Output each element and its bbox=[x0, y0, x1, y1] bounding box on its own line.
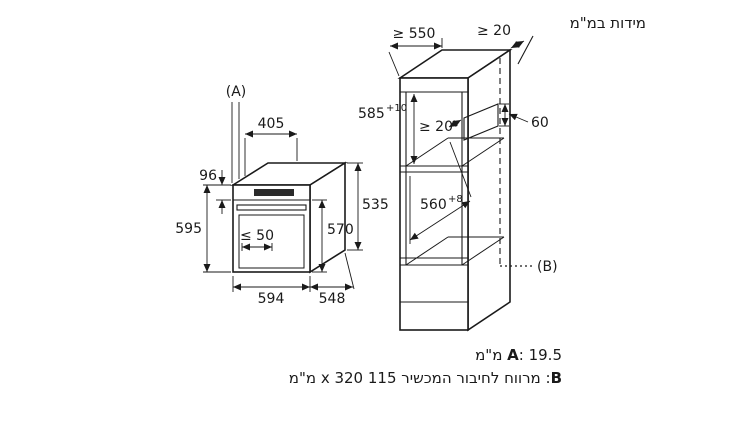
dim-560-tolerance-label: +8 bbox=[448, 194, 463, 205]
dim-560-label: 560 bbox=[420, 197, 447, 213]
dim-535-label: 535 bbox=[362, 197, 389, 213]
dim-b-ref-label: (B) bbox=[537, 259, 558, 275]
legend-b-text: : מרווח לחיבור המכשיר 115 x 320 מ"מ bbox=[288, 369, 551, 387]
oven-drawing: (A) 405 96 595 ≤ 50 bbox=[175, 84, 388, 307]
oven-door-inner bbox=[238, 214, 305, 269]
legend-line-b: B: מרווח לחיבור המכשיר 115 x 320 מ"מ bbox=[289, 367, 562, 390]
dim-585-tolerance-label: +10 bbox=[386, 103, 407, 114]
cabinet-dimensions: ≥ 550 ≥ 20 585 +10 ≥ 20 60 bbox=[358, 23, 558, 275]
dim-60-label: 60 bbox=[531, 115, 549, 131]
wall-line bbox=[517, 35, 534, 65]
dim-594-label: 594 bbox=[258, 291, 285, 307]
dim-585-label: 585 bbox=[358, 106, 385, 122]
oven-body bbox=[230, 161, 348, 274]
legend-b-key: B bbox=[550, 369, 562, 387]
oven-dimensions: (A) 405 96 595 ≤ 50 bbox=[175, 84, 388, 307]
dim-548-label: 548 bbox=[319, 291, 346, 307]
dim-405-label: 405 bbox=[258, 116, 285, 132]
oven-handle bbox=[236, 204, 307, 211]
units-title: מידות במ"מ bbox=[569, 14, 646, 32]
vent-hatch bbox=[463, 103, 499, 141]
cabinet-drawing: ≥ 550 ≥ 20 585 +10 ≥ 20 60 bbox=[358, 23, 558, 332]
cabinet-body bbox=[397, 35, 534, 332]
dim-595-label: 595 bbox=[175, 221, 202, 237]
legend: A: 19.5 מ"מ B: מרווח לחיבור המכשיר 115 x… bbox=[289, 344, 562, 390]
dim-570-label: 570 bbox=[327, 222, 354, 238]
dim-min-550-label: ≥ 550 bbox=[393, 26, 436, 42]
dim-rear-gap-top-label: ≥ 20 bbox=[477, 23, 511, 39]
dim-le-50-label: ≤ 50 bbox=[240, 228, 274, 244]
dim-rear-gap-inner-label: ≥ 20 bbox=[419, 119, 453, 135]
oven-display bbox=[254, 189, 294, 196]
legend-a-text: : 19.5 מ"מ bbox=[475, 346, 562, 364]
legend-line-a: A: 19.5 מ"מ bbox=[289, 344, 562, 367]
legend-a-key: A bbox=[507, 346, 519, 364]
dim-96-label: 96 bbox=[199, 168, 217, 184]
dim-a-ref-label: (A) bbox=[226, 84, 247, 100]
